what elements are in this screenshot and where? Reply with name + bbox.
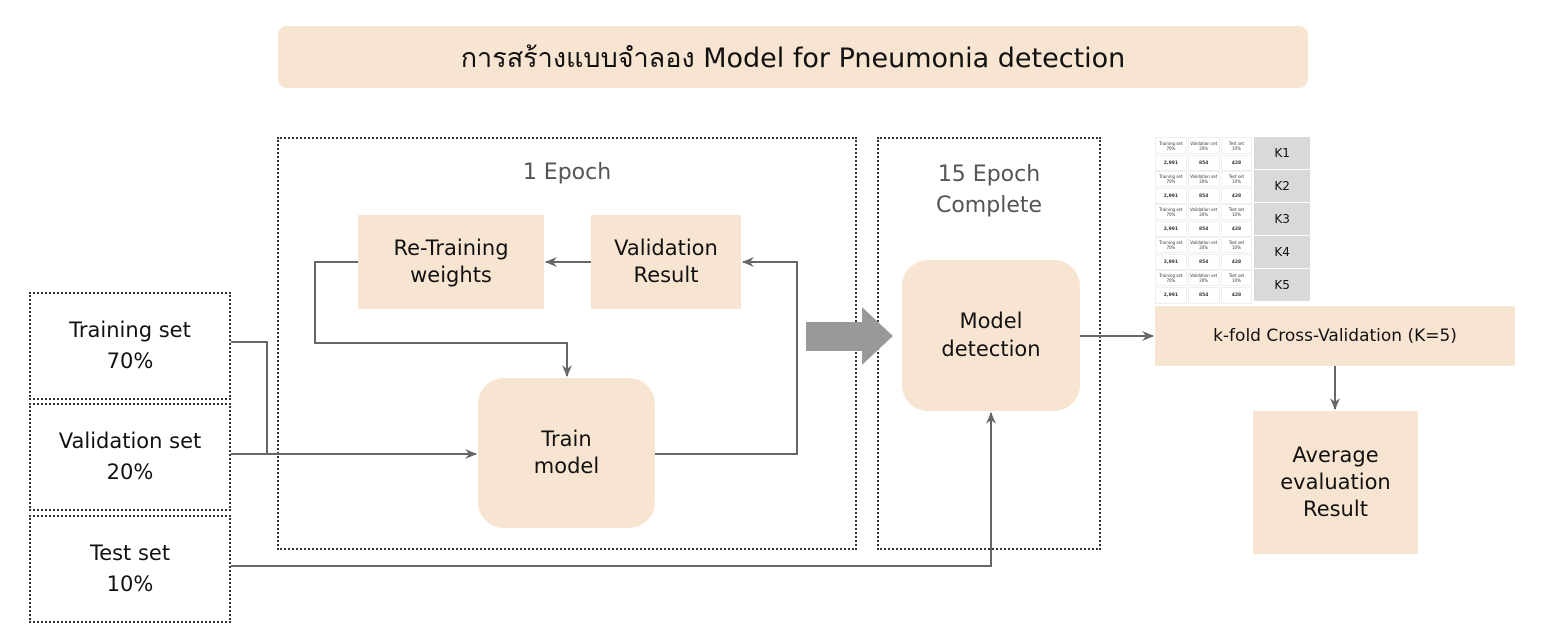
kfold-label: K1 [1254,137,1310,169]
kfold-cell-header: Validation set 20% [1187,269,1220,286]
test-set-box: Test set 10% [29,515,231,623]
big-right-arrow-icon [806,307,893,365]
kfold-cell-value: 2,991 [1155,221,1187,238]
train-model-node: Train model [478,378,655,528]
kfold-cell-header: Validation set 20% [1187,203,1220,220]
kfold-label: K3 [1254,203,1310,235]
kfold-cell-header: Validation set 20% [1187,137,1220,154]
training-set-box: Training set 70% [29,292,231,400]
kfold-cell-value: 428 [1220,287,1253,304]
epoch-group-label: 1 Epoch [522,160,612,185]
kfold-cell-header: Test set 10% [1220,170,1253,187]
validation-set-box: Validation set 20% [29,403,231,511]
kfold-cell-value: 2,991 [1155,188,1187,205]
kfold-cell-value: 428 [1220,221,1253,238]
kfold-row: Training set 70% Validation set 20% Test… [1155,269,1310,304]
complete-group-label: 15 Epoch Complete [935,162,1043,218]
retraining-weights-node: Re-Training weights [358,215,544,309]
kfold-cell-header: Training set 70% [1155,203,1187,220]
kfold-cell-header: Training set 70% [1155,137,1187,154]
kfold-cell-value: 2,991 [1155,254,1187,271]
kfold-cell-header: Validation set 20% [1187,236,1220,253]
test-set-to-detection-arrow [231,412,996,567]
retraining-to-train-arrow [314,261,572,377]
average-result-node: Average evaluation Result [1253,411,1418,554]
kfold-cell-value: 2,991 [1155,155,1187,172]
kfold-label: K2 [1254,170,1310,202]
kfold-cell-value: 428 [1220,188,1253,205]
kfold-cell-value: 854 [1187,188,1220,205]
kfold-cell-header: Training set 70% [1155,170,1187,187]
kfold-cell-header: Test set 10% [1220,269,1253,286]
kfold-label: K4 [1254,236,1310,268]
kfold-row: Training set 70% Validation set 20% Test… [1155,203,1310,238]
kfold-cell-value: 854 [1187,287,1220,304]
model-detection-node: Model detection [902,260,1080,411]
kfold-cell-header: Training set 70% [1155,236,1187,253]
training-set-connector [231,341,268,454]
kfold-cell-value: 2,991 [1155,287,1187,304]
train-to-validation-arrow [655,257,798,455]
kfold-row: Training set 70% Validation set 20% Test… [1155,137,1310,172]
kfold-cell-header: Test set 10% [1220,137,1253,154]
kfold-cell-header: Training set 70% [1155,269,1187,286]
diagram-title: การสร้างแบบจำลอง Model for Pneumonia det… [278,26,1308,88]
kfold-label: K5 [1254,269,1310,301]
kfold-cell-value: 854 [1187,155,1220,172]
kfold-table: Training set 70% Validation set 20% Test… [1155,137,1310,304]
validation-result-node: Validation Result [591,215,741,309]
kfold-cell-header: Test set 10% [1220,203,1253,220]
kfold-row: Training set 70% Validation set 20% Test… [1155,170,1310,205]
kfold-cell-header: Test set 10% [1220,236,1253,253]
kfold-cell-value: 428 [1220,254,1253,271]
kfold-cell-value: 428 [1220,155,1253,172]
kfold-cell-header: Validation set 20% [1187,170,1220,187]
kfold-cell-value: 854 [1187,254,1220,271]
kfold-node: k-fold Cross-Validation (K=5) [1155,306,1515,366]
kfold-row: Training set 70% Validation set 20% Test… [1155,236,1310,271]
kfold-cell-value: 854 [1187,221,1220,238]
